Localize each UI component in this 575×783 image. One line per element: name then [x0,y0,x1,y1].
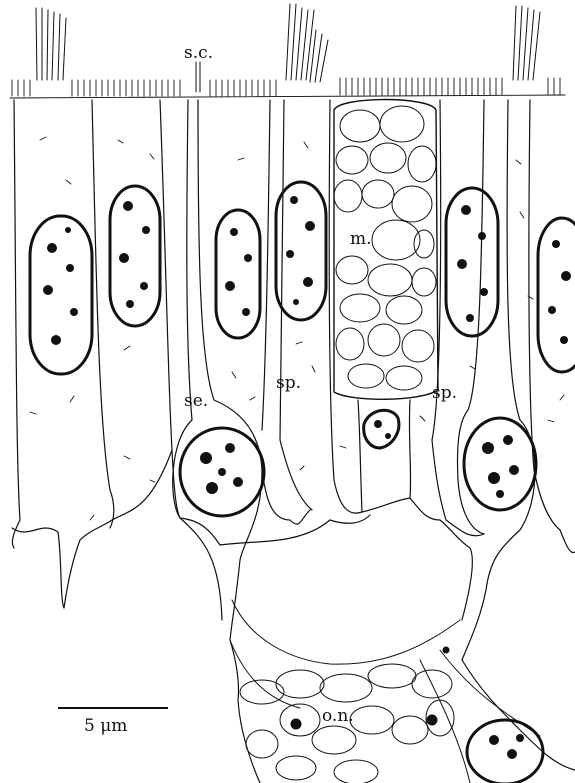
label-se: se. [184,391,208,411]
label-sc: s.c. [184,43,213,63]
labels: s.c. m. se. sp. sp. o.n. [184,43,457,726]
scale-bar: 5 μm [58,708,168,736]
microvilli-border [10,78,565,98]
nucleus-3 [216,210,260,338]
nucleus-1 [30,216,92,374]
organelles [30,137,564,520]
small-nucleus [364,410,399,448]
receptor-cell-nuclei [180,410,543,783]
basal-nucleus [467,720,543,783]
label-sp-right: sp. [432,383,457,403]
supporting-cell-nuclei [30,182,575,374]
nucleus-4 [276,182,326,320]
basal-border [180,498,575,783]
label-m: m. [350,229,372,249]
olfactory-nerve [230,600,540,783]
label-sp-left: sp. [276,373,301,393]
mucous-cell [334,100,438,400]
nucleus-5 [446,188,498,336]
scale-bar-label: 5 μm [84,716,127,736]
nucleus-2 [110,186,160,326]
label-on: o.n. [322,706,354,726]
cilia-group [36,4,540,92]
